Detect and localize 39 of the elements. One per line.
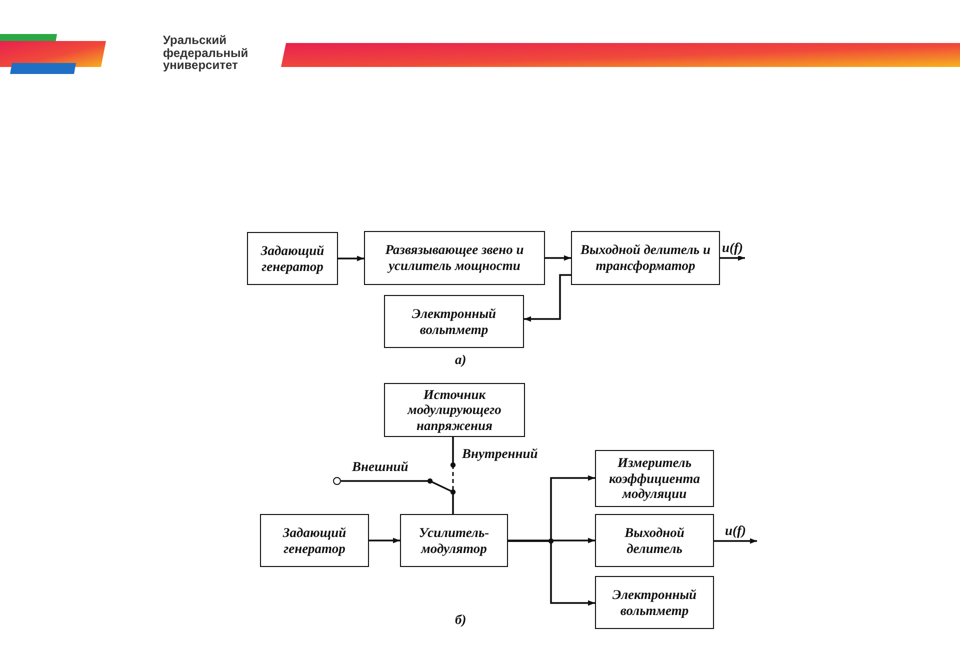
block-label: Выходной делитель и трансформатор [580,242,711,274]
block-box [384,383,525,437]
arrow [524,274,571,322]
block-label: Электронный вольтметр [611,586,698,618]
block-box [595,514,714,567]
university-name: Уральский федеральный университет [163,34,250,72]
figure-caption: а) [455,352,466,368]
block-box [571,231,720,285]
block-label: Усилитель-модулятор [418,524,490,556]
switch-position-label: Внешний [352,459,408,475]
block-label: Электронный вольтметр [410,306,498,338]
signal-label: u(f) [721,240,744,256]
block-box [595,450,714,507]
arrow [508,540,595,606]
block-label: Источник модулирующего напряжения [406,386,502,434]
connector-line [452,437,454,461]
block-box [400,514,508,567]
arrow [720,255,745,261]
terminal-circle [333,477,341,485]
block-box [260,514,369,567]
arrow [369,538,400,544]
block-box [364,231,545,285]
block-box [247,232,338,285]
block-label: Измеритель коэффициента модуляции [608,455,701,502]
arrow [338,256,364,262]
block-label: Задающий генератор [282,524,348,556]
connector-line [341,480,426,482]
block-label: Задающий генератор [260,242,326,274]
switch-position-label: Внутренний [462,446,538,462]
figure-caption: б) [455,612,466,628]
block-box [384,295,524,348]
signal-label: u(f) [724,523,747,539]
arrow [508,538,595,544]
block-box [595,576,714,629]
connector-line [452,496,454,514]
arrow [714,538,757,544]
block-label: Развязывающее звено и усилитель мощности [384,242,525,274]
arrow [545,255,571,261]
block-label: Выходной делитель [624,524,686,556]
